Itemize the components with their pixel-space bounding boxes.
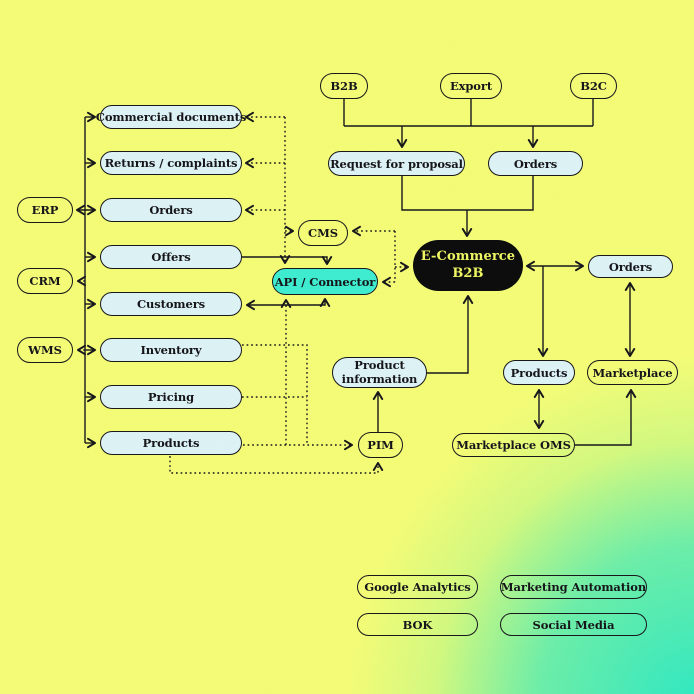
node-commercial-documents: Commercial documents xyxy=(96,105,246,129)
node-erp: ERP xyxy=(17,197,73,223)
node-bok: BOK xyxy=(357,613,478,636)
node-pricing: Pricing xyxy=(100,385,242,409)
node-google-analytics: Google Analytics xyxy=(357,575,478,599)
node-marketing-automation: Marketing Automation xyxy=(500,575,647,599)
node-pim: PIM xyxy=(358,432,403,458)
node-orders-top: Orders xyxy=(488,151,583,176)
node-product-information: Product information xyxy=(332,357,427,388)
node-customers: Customers xyxy=(100,292,242,316)
node-inventory: Inventory xyxy=(100,338,242,362)
node-products-left: Products xyxy=(100,431,242,455)
node-api-connector: API / Connector xyxy=(272,268,378,295)
node-ecommerce-b2b: E-Commerce B2B xyxy=(413,240,523,291)
node-crm: CRM xyxy=(17,268,73,294)
node-marketplace: Marketplace xyxy=(587,360,678,385)
node-products-right: Products xyxy=(503,360,575,385)
node-cms: CMS xyxy=(298,220,348,246)
node-offers: Offers xyxy=(100,245,242,269)
node-export: Export xyxy=(440,73,502,99)
hub-label-line1: E-Commerce xyxy=(420,249,516,265)
hub-label-line2: B2B xyxy=(452,265,484,281)
node-orders-right: Orders xyxy=(588,255,673,278)
node-b2b: B2B xyxy=(320,73,368,99)
node-request-for-proposal: Request for proposal xyxy=(328,151,465,176)
node-social-media: Social Media xyxy=(500,613,647,636)
node-marketplace-oms: Marketplace OMS xyxy=(452,433,575,457)
node-returns-complaints: Returns / complaints xyxy=(100,151,242,175)
node-orders-left: Orders xyxy=(100,198,242,222)
node-b2c: B2C xyxy=(570,73,617,99)
node-wms: WMS xyxy=(17,337,73,363)
